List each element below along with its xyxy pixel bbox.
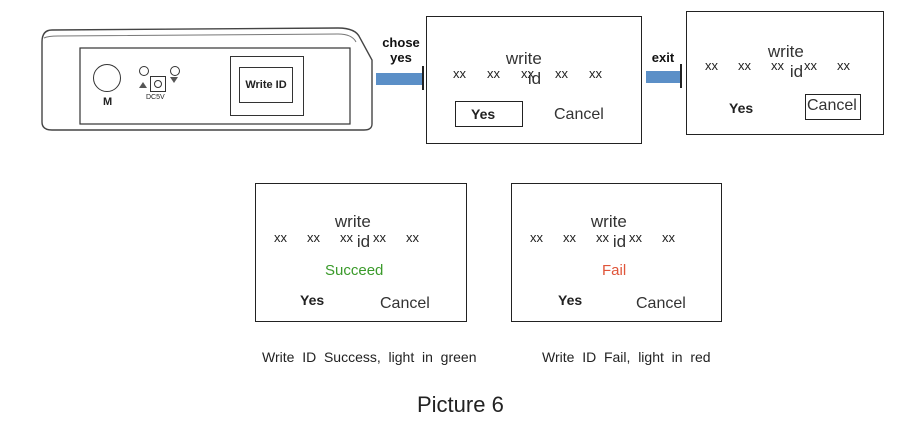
yes-button[interactable]: Yes [300,292,325,308]
dialog-title: write id [572,192,627,272]
cancel-button[interactable]: Cancel [807,97,857,114]
dialog-title-word2: id [612,232,627,251]
cancel-button[interactable]: Cancel [380,295,430,312]
figure-title: Picture 6 [417,392,504,417]
device-outline [41,27,373,131]
led-left-icon [139,66,149,76]
cancel-selection-box[interactable] [805,94,861,120]
dialog-success: write id xx xx xx xx xx Succeed Yes Canc… [255,183,467,322]
dialog-title: write id [316,192,371,272]
id-value: xx [662,230,675,245]
id-values-row: xx xx xx xx xx [705,58,867,73]
id-values-row: xx xx xx xx xx [274,230,436,245]
dialog-title-word2: id [356,232,371,251]
arrow-label-exit: exit [651,50,675,65]
id-value: xx [373,230,386,245]
dialog-title-word1: write [590,212,627,231]
id-value: xx [804,58,817,73]
id-value: xx [406,230,419,245]
dc-port-icon [150,76,166,92]
id-value: xx [738,58,751,73]
cancel-button[interactable]: Cancel [554,106,604,123]
arrow-2-tick [680,64,682,88]
id-value: xx [589,66,602,81]
dialog-title-word1: write [334,212,371,231]
id-value: xx [274,230,287,245]
caption-success: Write ID Success, light in green [262,349,477,365]
dialog-select-cancel: write id xx xx xx xx xx Yes Cancel [686,11,884,135]
arrow-label-chose-yes: chose yes [378,35,424,65]
write-id-screen: Write ID [230,56,304,116]
id-value: xx [563,230,576,245]
id-value: xx [629,230,642,245]
id-value: xx [837,58,850,73]
id-value: xx [453,66,466,81]
arrow-label-line1: chose [382,35,420,50]
dialog-fail: write id xx xx xx xx xx Fail Yes Cancel [511,183,722,322]
id-value: xx [705,58,718,73]
status-succeed: Succeed [325,262,384,279]
arrow-right-icon [376,73,422,85]
yes-button[interactable]: Yes [558,292,583,308]
dialog-title: write id [487,29,542,109]
id-value: xx [521,66,534,81]
id-value: xx [340,230,353,245]
arrow-label-line2: yes [390,50,412,65]
id-value: xx [555,66,568,81]
dialog-title-word1: write [505,49,542,68]
id-value: xx [771,58,784,73]
dialog-title: write id [749,22,804,102]
write-id-button-label: Write ID [245,79,287,91]
arrow-right-icon [646,71,680,83]
m-knob-icon [93,64,121,92]
id-values-row: xx xx xx xx xx [453,66,619,81]
led-right-icon [170,66,180,76]
yes-selection-box[interactable] [455,101,523,127]
device-illustration: M DC5V Write ID [38,26,374,134]
yes-button[interactable]: Yes [729,100,754,116]
dialog-title-word2: id [527,69,542,88]
dc-label: DC5V [146,94,165,101]
dialog-title-word1: write [767,42,804,61]
write-id-button[interactable]: Write ID [239,67,293,103]
dialog-select-yes: write id xx xx xx xx xx Yes Cancel [426,16,642,144]
caption-fail: Write ID Fail, light in red [542,349,711,365]
arrow-1-tick [422,66,424,90]
id-value: xx [307,230,320,245]
m-label: M [103,96,113,108]
dialog-title-word2: id [789,62,804,81]
id-values-row: xx xx xx xx xx [530,230,692,245]
id-value: xx [487,66,500,81]
status-fail: Fail [602,262,627,279]
down-triangle-icon [170,77,178,83]
yes-button[interactable]: Yes [471,106,496,122]
id-value: xx [596,230,609,245]
up-triangle-icon [139,82,147,88]
cancel-button[interactable]: Cancel [636,295,686,312]
id-value: xx [530,230,543,245]
